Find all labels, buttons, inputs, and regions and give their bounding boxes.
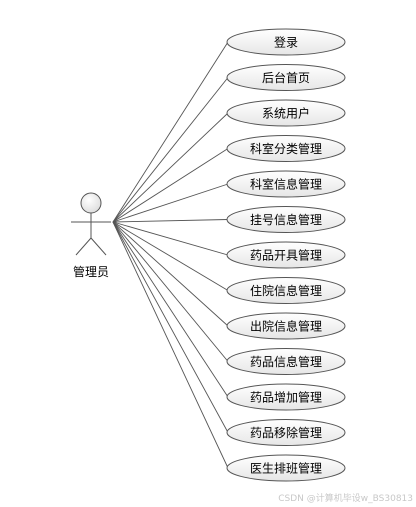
use-case-label: 药品增加管理 [250,390,322,405]
association-lines [112,41,229,469]
association-line [112,148,229,223]
use-case-ellipse [226,348,346,375]
use-case-ellipse [226,312,346,340]
use-case: 药品开具管理 [226,241,346,269]
use-case-label: 后台首页 [262,70,310,85]
association-line [112,221,229,362]
use-case-label: 出院信息管理 [250,319,322,334]
use-case: 住院信息管理 [226,277,346,304]
use-case-list: 登录后台首页系统用户科室分类管理科室信息管理挂号信息管理药品开具管理住院信息管理… [226,28,346,482]
use-case: 药品移除管理 [226,419,346,446]
use-case: 医生排班管理 [226,454,346,482]
actor-label: 管理员 [73,264,109,279]
use-case-ellipse [226,419,346,446]
association-line [112,221,229,469]
association-line [112,219,229,223]
use-case-ellipse [226,135,346,162]
use-case-ellipse [226,277,346,304]
use-case-label: 登录 [274,35,298,50]
use-case: 药品信息管理 [226,348,346,375]
use-case-ellipse [226,454,346,482]
use-case-label: 药品开具管理 [250,248,322,263]
association-line [112,221,229,398]
use-case: 药品增加管理 [226,383,346,411]
association-line [112,221,229,256]
use-case-ellipse [226,383,346,411]
use-case: 科室分类管理 [226,135,346,162]
use-case-ellipse [226,28,346,56]
association-line [112,112,229,223]
association-line [112,221,229,433]
use-case-ellipse [226,170,346,198]
use-case: 挂号信息管理 [226,206,346,233]
use-case-ellipse [226,64,346,91]
use-case-ellipse [226,99,346,127]
use-case: 出院信息管理 [226,312,346,340]
use-case-label: 医生排班管理 [250,461,322,476]
use-case: 系统用户 [226,99,346,127]
use-case: 科室信息管理 [226,170,346,198]
actor-left-leg [75,237,92,256]
actor-head [80,192,102,214]
actor-right-leg [90,237,107,256]
use-case-label: 科室分类管理 [250,141,322,156]
watermark: CSDN @计算机毕设w_BS30813 [278,494,413,504]
actor-administrator: 管理员 [71,192,111,279]
use-case-label: 药品移除管理 [250,425,322,440]
association-line [112,221,229,327]
association-line [112,77,229,223]
use-case: 后台首页 [226,64,346,91]
use-case-label: 药品信息管理 [250,354,322,369]
use-case-label: 住院信息管理 [250,283,322,298]
use-case-label: 挂号信息管理 [250,212,322,227]
association-line [112,221,229,291]
use-case-label: 科室信息管理 [250,177,322,192]
use-case-label: 系统用户 [262,106,310,121]
association-line [112,183,229,223]
use-case-ellipse [226,206,346,233]
association-line [112,41,229,223]
use-case: 登录 [226,28,346,56]
use-case-ellipse [226,241,346,269]
